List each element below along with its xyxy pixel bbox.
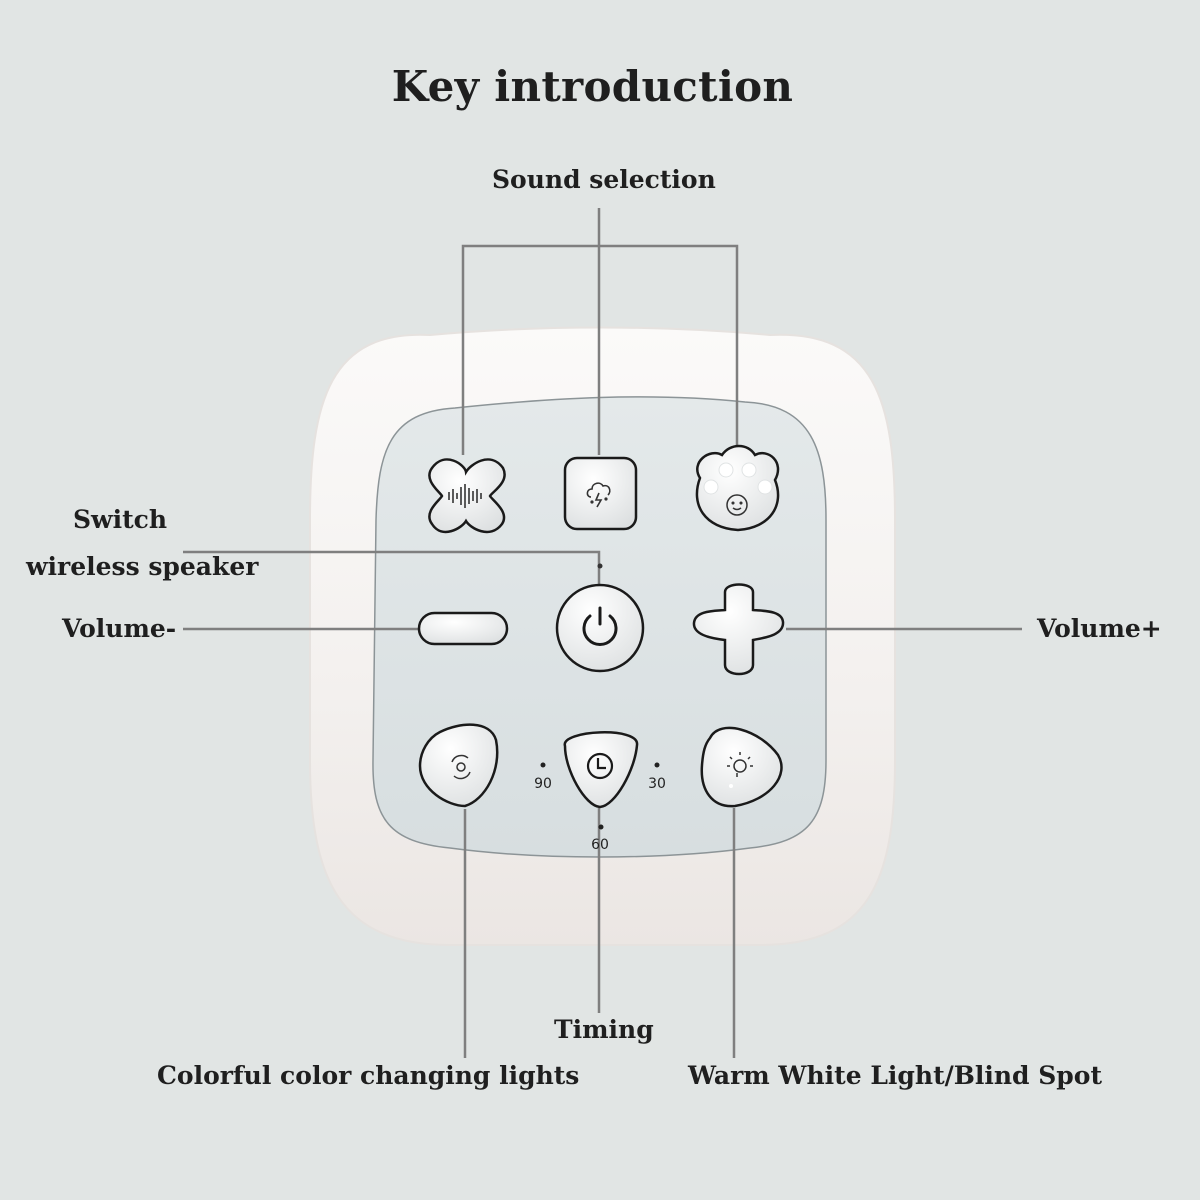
timer-marks: 90 30 60 <box>534 776 666 853</box>
switch-label-line2: wireless speaker <box>26 552 259 581</box>
power-button[interactable] <box>555 583 645 673</box>
page-title: Key introduction <box>391 62 794 111</box>
warm-light-button[interactable] <box>700 726 783 808</box>
volume-plus-label: Volume+ <box>1037 614 1162 643</box>
timer-button[interactable] <box>563 731 639 809</box>
rotating-light-icon <box>451 754 471 780</box>
power-indicator-dot <box>597 563 603 569</box>
warm-white-label: Warm White Light/Blind Spot <box>688 1061 1102 1090</box>
power-icon <box>582 606 618 646</box>
timer-mark-90: 90 <box>534 776 552 792</box>
sound-selection-label: Sound selection <box>492 165 716 194</box>
callout-lines <box>183 208 1022 1058</box>
clock-icon <box>586 752 614 780</box>
volume-minus-label: Volume- <box>62 614 177 643</box>
baby-face-icon <box>726 494 748 516</box>
white-noise-button[interactable] <box>428 458 506 534</box>
timer-dot-60 <box>598 824 604 830</box>
waveform-icon <box>448 484 482 508</box>
storm-cloud-icon <box>586 482 611 508</box>
timer-dot-30 <box>654 762 660 768</box>
bulb-icon <box>727 752 753 777</box>
timer-dot-90 <box>540 762 546 768</box>
volume-up-button[interactable] <box>692 583 785 676</box>
colorful-lights-label: Colorful color changing lights <box>157 1061 580 1090</box>
switch-label-line1: Switch <box>73 505 168 534</box>
color-light-button[interactable] <box>418 723 499 808</box>
volume-down-button[interactable] <box>417 611 509 646</box>
timer-mark-60: 60 <box>591 837 609 853</box>
timing-label: Timing <box>554 1015 654 1044</box>
rain-thunder-button[interactable] <box>563 456 638 531</box>
baby-paw-button[interactable] <box>695 444 780 532</box>
timer-mark-30: 30 <box>648 776 666 792</box>
